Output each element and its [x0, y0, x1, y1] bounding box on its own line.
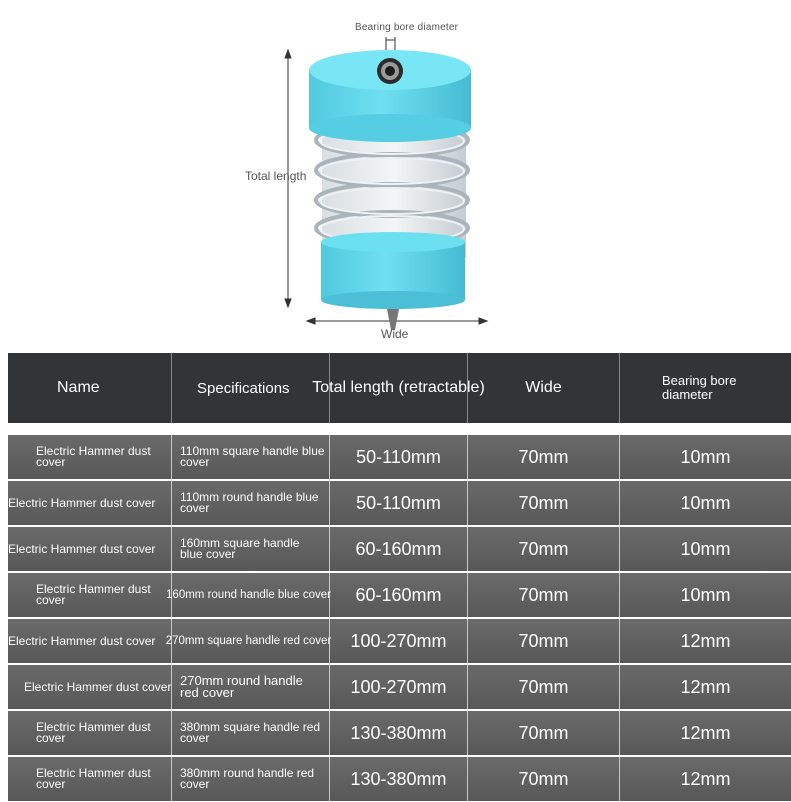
- table-row: Electric Hammer dust cover 270mm square …: [8, 619, 791, 663]
- cell-bore: 12mm: [680, 676, 731, 697]
- table-header-row: Name Specifications Total length (retrac…: [8, 353, 791, 423]
- table-row: Electric Hammer dust cover 160mm round h…: [8, 573, 791, 617]
- dust-cover-illustration: [284, 37, 489, 330]
- cell-bore: 10mm: [680, 446, 731, 467]
- header-bore-diameter: Bearing bore diameter: [662, 373, 737, 402]
- table-row: Electric Hammer dust cover 380mm round h…: [8, 757, 791, 801]
- cell-length: 60-160mm: [330, 527, 468, 571]
- wide-label: Wide: [381, 327, 409, 341]
- cell-name: Electric Hammer dust cover: [8, 435, 172, 479]
- cell-length: 130-380mm: [330, 757, 468, 801]
- cell-name: Electric Hammer dust cover: [8, 665, 172, 709]
- cell-bore: 12mm: [680, 768, 731, 789]
- cell-length: 100-270mm: [330, 619, 468, 663]
- header-total-length: Total length (retractable): [312, 353, 485, 423]
- cell-bore: 10mm: [680, 538, 731, 559]
- cell-bore: 12mm: [680, 722, 731, 743]
- total-length-arrow: [284, 48, 292, 309]
- cell-bore: 12mm: [680, 630, 731, 651]
- wide-arrow: [305, 317, 489, 325]
- cell-wide: 70mm: [468, 527, 620, 571]
- bottom-cap: [321, 232, 465, 309]
- cell-wide: 70mm: [468, 619, 620, 663]
- cell-spec: 380mm round handle red cover: [172, 757, 330, 801]
- product-figure: Bearing bore diameter Total length Wide: [0, 0, 791, 350]
- cell-wide: 70mm: [468, 757, 620, 801]
- cell-spec: 270mm square handle red cover: [166, 619, 331, 663]
- cell-spec: 160mm round handle blue cover: [166, 573, 331, 617]
- total-length-label: Total length: [245, 169, 307, 183]
- cell-length: 100-270mm: [330, 665, 468, 709]
- cell-length: 50-110mm: [330, 481, 468, 525]
- cell-spec: 380mm square handle red cover: [172, 711, 330, 755]
- cell-wide: 70mm: [468, 573, 620, 617]
- cell-length: 130-380mm: [330, 711, 468, 755]
- cell-name: Electric Hammer dust cover: [8, 711, 172, 755]
- cell-spec: 160mm square handle blue cover: [172, 527, 330, 571]
- cell-spec: 110mm square handle blue cover: [172, 435, 330, 479]
- cell-name: Electric Hammer dust cover: [8, 573, 172, 617]
- header-wide: Wide: [468, 353, 620, 423]
- table-row: Electric Hammer dust cover 110mm square …: [8, 435, 791, 479]
- cell-name: Electric Hammer dust cover: [8, 757, 172, 801]
- header-specifications: Specifications: [172, 353, 330, 423]
- table-row: Electric Hammer dust cover 380mm square …: [8, 711, 791, 755]
- cell-wide: 70mm: [468, 711, 620, 755]
- cell-spec: 110mm round handle blue cover: [172, 481, 330, 525]
- cell-wide: 70mm: [468, 481, 620, 525]
- cell-wide: 70mm: [468, 435, 620, 479]
- cell-name: Electric Hammer dust cover: [8, 527, 172, 571]
- cell-wide: 70mm: [468, 665, 620, 709]
- cell-length: 60-160mm: [330, 573, 468, 617]
- cell-bore: 10mm: [680, 584, 731, 605]
- cell-name: Electric Hammer dust cover: [8, 481, 172, 525]
- header-name: Name: [8, 353, 172, 423]
- table-row: Electric Hammer dust cover 110mm round h…: [8, 481, 791, 525]
- cell-name: Electric Hammer dust cover: [8, 619, 172, 663]
- bore-diameter-label: Bearing bore diameter: [355, 22, 459, 33]
- top-cap: [309, 50, 471, 142]
- cell-length: 50-110mm: [330, 435, 468, 479]
- cell-spec: 270mm round handle red cover: [172, 665, 330, 709]
- table-row: Electric Hammer dust cover 270mm round h…: [8, 665, 791, 709]
- cell-bore: 10mm: [680, 492, 731, 513]
- table-row: Electric Hammer dust cover 160mm square …: [8, 527, 791, 571]
